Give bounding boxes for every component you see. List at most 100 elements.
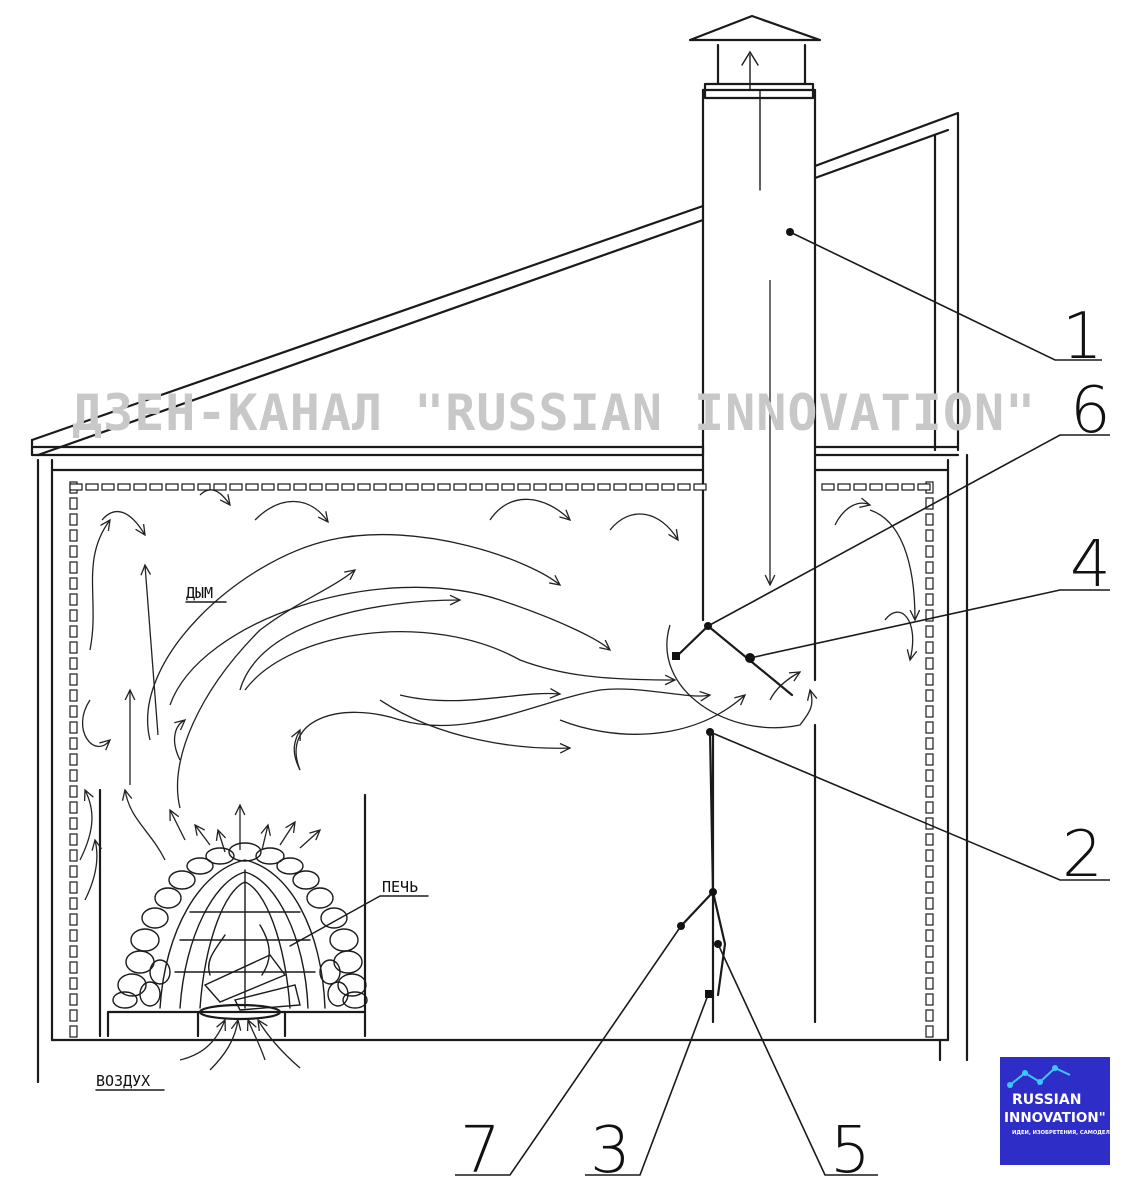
flow-arrow xyxy=(279,821,296,846)
brick xyxy=(925,737,934,750)
brick xyxy=(925,897,934,910)
brick xyxy=(453,483,467,491)
brick xyxy=(925,993,934,1006)
brick xyxy=(925,609,934,622)
arrowhead xyxy=(764,574,776,587)
heater-stone xyxy=(319,959,341,985)
arrowhead xyxy=(788,671,802,682)
brick xyxy=(245,483,259,491)
brick xyxy=(357,483,371,491)
brick xyxy=(517,483,531,491)
brick xyxy=(341,483,355,491)
flow-arrow xyxy=(173,719,186,761)
brick xyxy=(885,483,899,491)
arrowhead xyxy=(91,838,103,851)
heater-stone xyxy=(141,907,169,929)
arrowhead xyxy=(549,574,562,586)
arrowhead xyxy=(344,569,357,581)
brick xyxy=(925,1025,934,1038)
brick xyxy=(469,483,483,491)
brick xyxy=(693,483,707,491)
flow-arrow xyxy=(609,513,679,541)
flow-arrow xyxy=(399,692,561,702)
flow-arrow xyxy=(124,789,166,861)
brick xyxy=(925,801,934,814)
brick xyxy=(925,945,934,958)
callout-1: 1 xyxy=(1062,300,1103,374)
arrowhead xyxy=(100,518,111,531)
flow-arrow xyxy=(179,1019,226,1061)
heater-stone xyxy=(117,973,147,997)
arrowhead xyxy=(906,649,918,662)
brick xyxy=(597,483,611,491)
roof xyxy=(30,111,960,457)
brick xyxy=(69,737,78,750)
brick xyxy=(925,561,934,574)
flow-arrow xyxy=(147,533,561,741)
heater-stone xyxy=(168,870,196,890)
arrowhead xyxy=(169,808,180,822)
callout-4: 4 xyxy=(1070,528,1111,602)
brick xyxy=(69,977,78,990)
arrowhead xyxy=(260,823,271,836)
brick xyxy=(69,529,78,542)
arrowhead xyxy=(806,688,818,701)
brick xyxy=(133,483,147,491)
flow-arrow xyxy=(489,498,571,521)
arrowhead xyxy=(291,728,301,742)
brick xyxy=(485,483,499,491)
brick xyxy=(69,801,78,814)
brick xyxy=(149,483,163,491)
flow-arrow xyxy=(834,502,871,526)
arrowhead xyxy=(699,690,712,702)
arrowhead xyxy=(559,742,572,754)
chimney xyxy=(688,14,822,1024)
flow-arrow xyxy=(247,1019,266,1061)
brick xyxy=(549,483,563,491)
flow-arrow xyxy=(666,624,813,729)
brick xyxy=(869,483,883,491)
heater-stone xyxy=(154,887,182,909)
heater-stone xyxy=(329,928,359,952)
brick xyxy=(69,769,78,782)
stove xyxy=(98,788,368,1038)
arrowhead xyxy=(83,788,94,802)
brick xyxy=(69,945,78,958)
heater-stone xyxy=(228,842,262,862)
arrowhead xyxy=(664,674,677,686)
brick xyxy=(821,483,835,491)
brick xyxy=(925,753,934,766)
arrowhead xyxy=(449,594,462,606)
brick xyxy=(917,483,931,491)
brick xyxy=(69,753,78,766)
insulation-bricks xyxy=(69,481,934,1038)
flow-arrow xyxy=(89,519,111,651)
brick xyxy=(853,483,867,491)
flow-arrow xyxy=(169,809,186,841)
brick xyxy=(69,929,78,942)
flow-arrow xyxy=(379,699,571,749)
arrowhead xyxy=(234,803,246,816)
brick xyxy=(69,881,78,894)
heater-stone xyxy=(276,857,304,875)
flow-arrow xyxy=(101,511,146,536)
brick xyxy=(325,483,339,491)
heater-stone xyxy=(337,973,367,997)
callout-3: 3 xyxy=(590,1114,631,1188)
heater-stone xyxy=(130,928,160,952)
brick xyxy=(69,1025,78,1038)
arrowhead xyxy=(194,823,206,836)
brick xyxy=(69,641,78,654)
brick xyxy=(69,993,78,1006)
arrowhead xyxy=(135,524,146,537)
brick xyxy=(69,689,78,702)
arrowhead xyxy=(215,828,227,841)
brick xyxy=(925,849,934,862)
heater-stone xyxy=(306,887,334,909)
brick xyxy=(405,483,419,491)
flow-arrow xyxy=(217,829,226,853)
heater-stone xyxy=(255,847,285,865)
heater-stone xyxy=(139,981,161,1007)
brick xyxy=(69,897,78,910)
brick xyxy=(85,483,99,491)
